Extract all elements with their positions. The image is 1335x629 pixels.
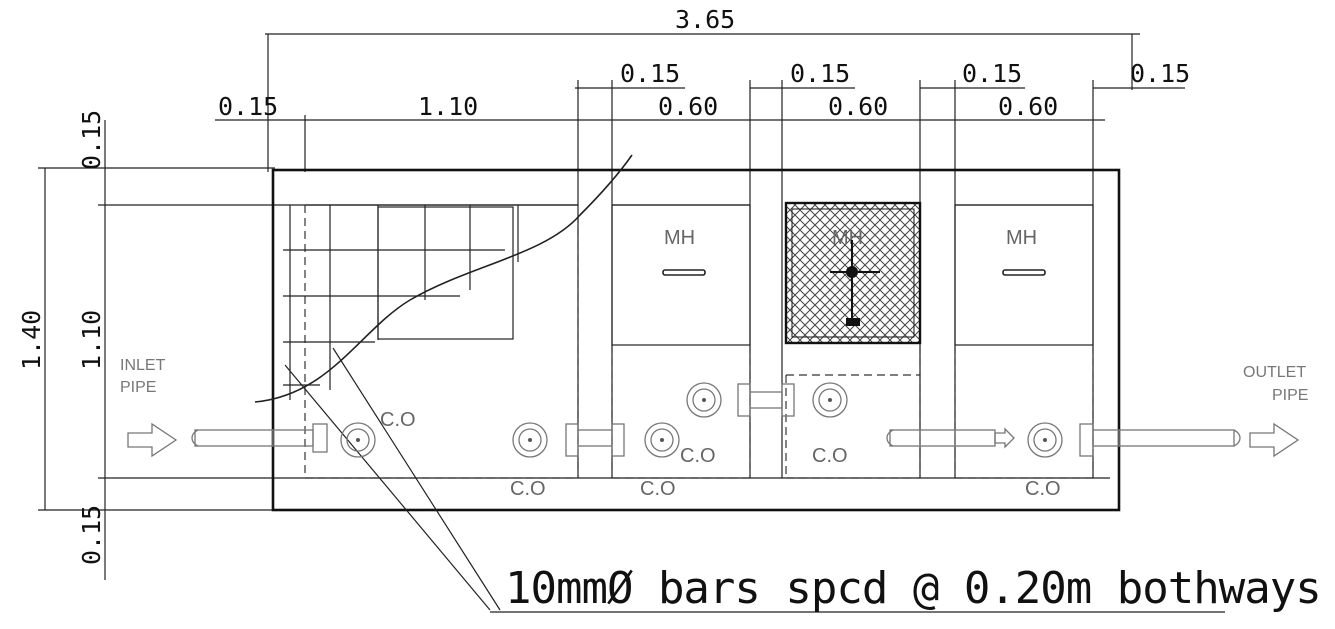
chamber3: MH: [784, 201, 922, 479]
inlet-arrow-icon: [127, 422, 178, 458]
lift-handle-2: [662, 269, 706, 276]
manhole-label-4: MH: [1006, 227, 1037, 249]
labels: INLET PIPE OUTLET PIPE C.O C.O C.O C.O C…: [120, 357, 1308, 500]
cleanout-label-5: C.O: [812, 445, 848, 467]
chamber1-rebar-detail: [254, 154, 1225, 613]
cleanout-label-2: C.O: [510, 478, 546, 500]
left-dimensions: 1.40 0.15 1.10 0.15: [17, 110, 1110, 580]
dim-wall-b: 0.15: [790, 59, 850, 88]
dim-chamber2: 0.60: [658, 92, 718, 121]
cleanout-label-3: C.O: [680, 445, 716, 467]
manhole-label-3: MH: [832, 227, 863, 249]
pipe-network: [191, 382, 1241, 458]
dim-overall-height: 1.40: [17, 310, 46, 370]
dim-chamber4: 0.60: [998, 92, 1058, 121]
outlet-arrow-icon: [1249, 422, 1300, 458]
dim-inner-height: 1.10: [77, 310, 106, 370]
dim-chamber1: 1.10: [418, 92, 478, 121]
outlet-label-1: OUTLET: [1243, 364, 1306, 381]
inlet-label-1: INLET: [120, 357, 166, 374]
cleanout-label-1: C.O: [380, 409, 416, 431]
dim-wall-bottom: 0.15: [77, 505, 106, 565]
dim-wall-c: 0.15: [962, 59, 1022, 88]
dim-wall-right: 0.15: [1130, 59, 1190, 88]
dim-chamber3: 0.60: [828, 92, 888, 121]
top-dimensions: 3.65 0.15 1.10 0.15 0.60 0.15 0.60 0.15 …: [215, 5, 1190, 205]
dim-wall-a: 0.15: [620, 59, 680, 88]
dim-wall-top: 0.15: [77, 110, 106, 170]
manhole-label-2: MH: [664, 227, 695, 249]
inlet-label-2: PIPE: [120, 379, 156, 396]
cleanout-label-4: C.O: [640, 478, 676, 500]
flow-arrows: [127, 422, 1300, 458]
chamber4: MH: [954, 204, 1094, 479]
chamber2: MH: [611, 204, 751, 479]
cleanout-label-6: C.O: [1025, 478, 1061, 500]
dim-wall-left: 0.15: [218, 92, 278, 121]
reinforcement-note: 10mmØ bars spcd @ 0.20m bothways: [505, 563, 1321, 614]
dim-overall-length: 3.65: [675, 5, 735, 34]
outlet-label-2: PIPE: [1272, 387, 1308, 404]
lift-handle-4: [1002, 269, 1046, 276]
